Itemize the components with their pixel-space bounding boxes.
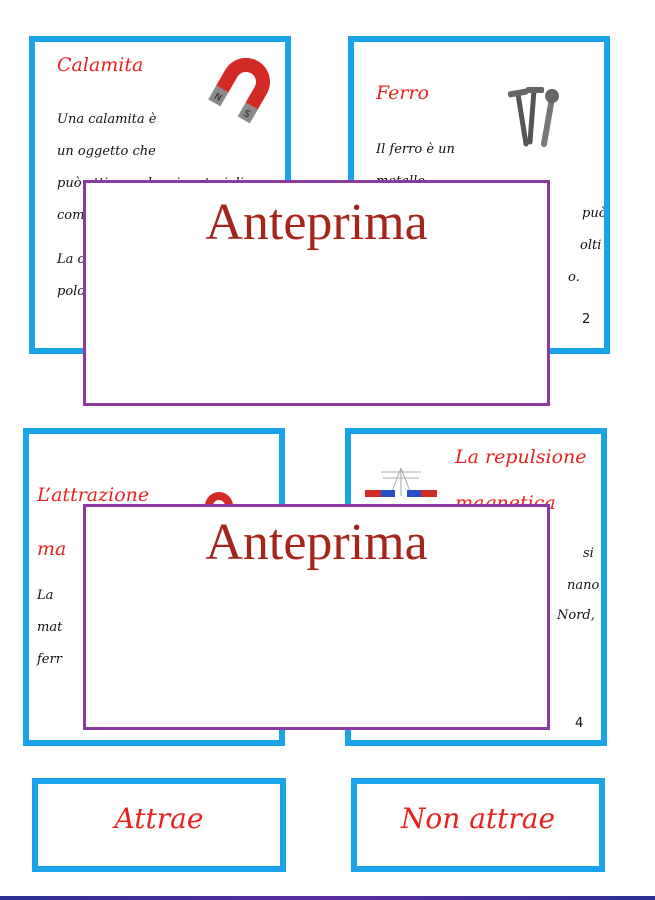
svg-text:S: S [242, 109, 252, 121]
card-text-line: La c [57, 252, 85, 267]
bar-magnets-repulsion-icon [365, 467, 437, 497]
preview-overlay-text: Anteprima [205, 194, 428, 251]
card-text-line: un oggetto che [57, 144, 156, 159]
card-text-line: Una calamita è [57, 112, 157, 127]
card-title-continued: ma [37, 538, 67, 560]
card-text-line: può [582, 206, 607, 221]
card-title: L’attrazione [37, 484, 150, 506]
preview-overlay-text: Anteprima [205, 514, 428, 571]
card-text-line: mat [37, 620, 63, 635]
label-card-attrae: Attrae [32, 778, 286, 872]
preview-overlay: Anteprima [83, 180, 550, 406]
preview-overlay: Anteprima [83, 504, 550, 730]
card-text-line: ferr [37, 652, 62, 667]
card-text-line: Il ferro è un [376, 142, 455, 157]
card-text-line: olti [580, 238, 602, 253]
svg-text:N: N [212, 92, 223, 104]
card-text-line: Nord, [557, 608, 595, 623]
card-title: Ferro [376, 82, 429, 104]
label-attrae: Attrae [114, 802, 204, 835]
card-text-line: La [37, 588, 54, 603]
bottom-bar [0, 896, 655, 900]
label-non-attrae: Non attrae [400, 802, 556, 835]
card-number: 2 [582, 312, 591, 327]
card-title: La repulsione [455, 446, 587, 468]
card-text-line: polo [57, 284, 86, 299]
card-title: Calamita [57, 54, 144, 76]
horseshoe-magnet-icon: N S [208, 58, 270, 124]
card-text-line: si [583, 546, 594, 561]
card-text-line: nano [567, 578, 600, 593]
label-card-non-attrae: Non attrae [351, 778, 605, 872]
card-number: 4 [575, 716, 584, 731]
nails-screw-icon [507, 87, 559, 147]
card-text-line: o. [568, 270, 580, 285]
